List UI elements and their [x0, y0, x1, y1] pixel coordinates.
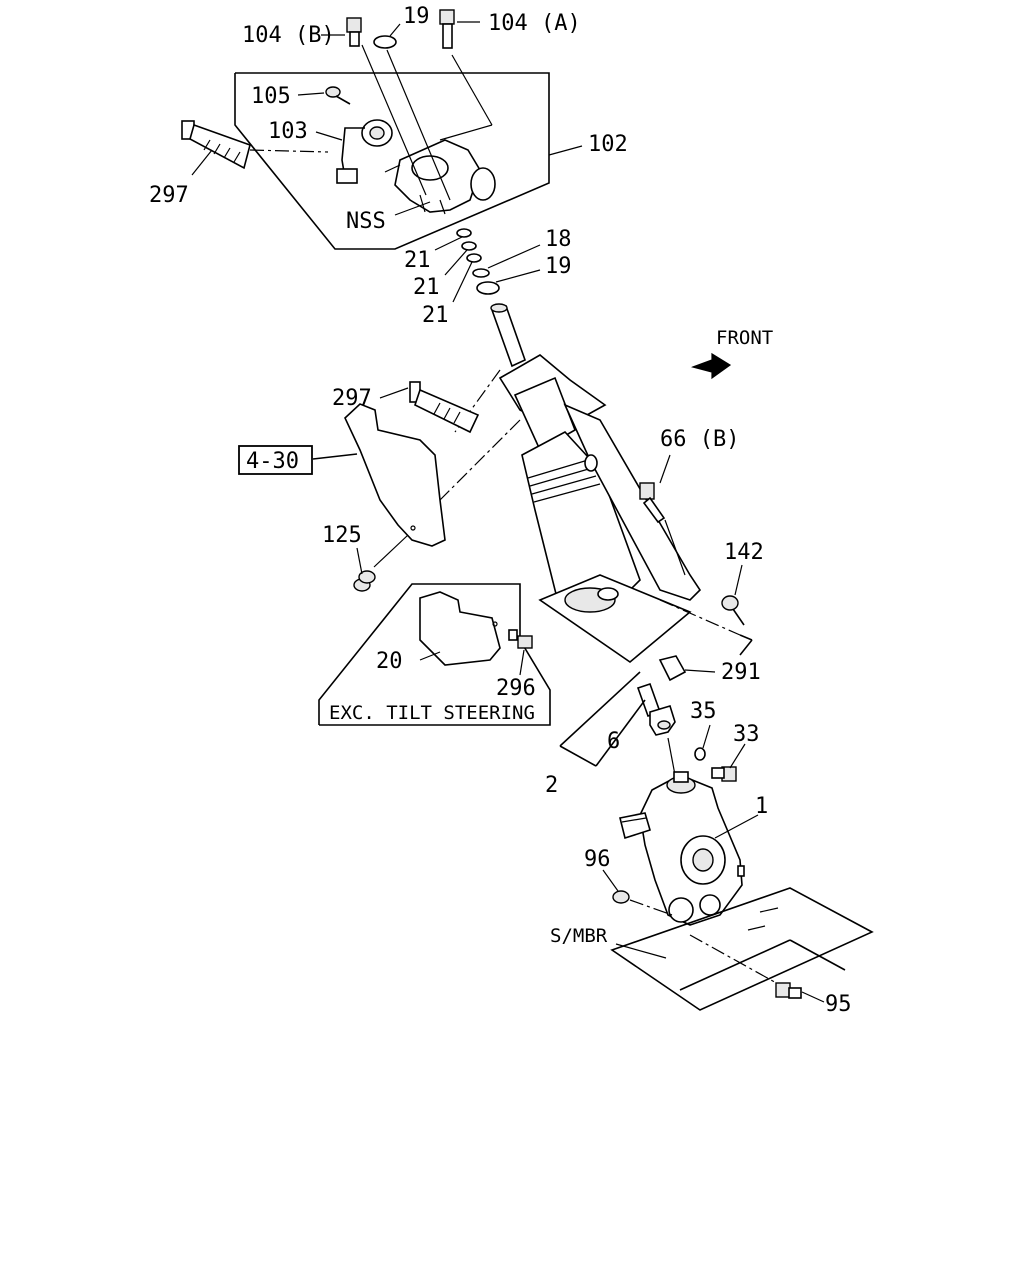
label-19-top: 19 [403, 4, 430, 29]
label-105: 105 [251, 84, 291, 109]
label-125: 125 [322, 523, 362, 548]
label-21-b: 21 [413, 275, 440, 300]
label-291: 291 [721, 660, 761, 685]
nut-96-part [612, 890, 630, 904]
label-18: 18 [545, 227, 572, 252]
screw-105-part [325, 86, 351, 105]
label-exc-tilt-steering: EXC. TILT STEERING [329, 702, 535, 724]
bolt-95-part [775, 982, 802, 999]
label-66b: 66 (B) [660, 427, 739, 452]
steering-switch-part [384, 139, 496, 215]
label-297-top: 297 [149, 183, 189, 208]
label-104a: 104 (A) [488, 11, 581, 36]
label-2: 2 [545, 773, 558, 798]
label-nss: NSS [346, 209, 386, 234]
screw-125-part [353, 570, 376, 592]
label-33: 33 [733, 722, 760, 747]
label-1: 1 [755, 794, 768, 819]
switch-assembly-group [181, 9, 550, 250]
label-6: 6 [607, 729, 620, 754]
label-4-30: 4-30 [246, 449, 299, 474]
label-smbr: S/MBR [550, 925, 608, 947]
clamp-297-top-part [181, 120, 251, 170]
oring-19-top [373, 35, 397, 49]
washer-35-part [694, 747, 706, 761]
label-20: 20 [376, 649, 403, 674]
label-35: 35 [690, 699, 717, 724]
front-arrow-icon [691, 352, 732, 380]
clamp-297-mid-part [409, 381, 480, 434]
exc-tilt-box [318, 583, 551, 726]
bolt-33-part [711, 766, 737, 782]
label-95: 95 [825, 992, 852, 1017]
label-21-a: 21 [404, 248, 431, 273]
bolt-104b-part [346, 17, 362, 47]
label-19-mid: 19 [545, 254, 572, 279]
bolt-66b-part [639, 482, 666, 524]
ref-4-30-box [238, 445, 313, 475]
label-21-c: 21 [422, 303, 449, 328]
cover-panel-part [344, 403, 446, 547]
label-104b: 104 (B) [242, 23, 335, 48]
sensor-103-part [336, 119, 393, 184]
bolt-104a-part [439, 9, 455, 49]
label-296: 296 [496, 676, 536, 701]
label-103: 103 [268, 119, 308, 144]
frame-smbr-part [610, 887, 874, 1011]
label-96: 96 [584, 847, 611, 872]
label-297-mid: 297 [332, 386, 372, 411]
screw-142-part [721, 595, 745, 626]
switch-assembly-frame [234, 72, 550, 250]
joint-6-part [636, 682, 676, 776]
leader-lines [191, 21, 825, 1003]
steering-gearbox-part [619, 771, 745, 926]
washers-group [456, 228, 500, 295]
steering-column-part [490, 303, 702, 664]
label-142: 142 [724, 540, 764, 565]
label-front: FRONT [716, 327, 773, 349]
clip-291-part [658, 655, 687, 682]
label-102: 102 [588, 132, 628, 157]
